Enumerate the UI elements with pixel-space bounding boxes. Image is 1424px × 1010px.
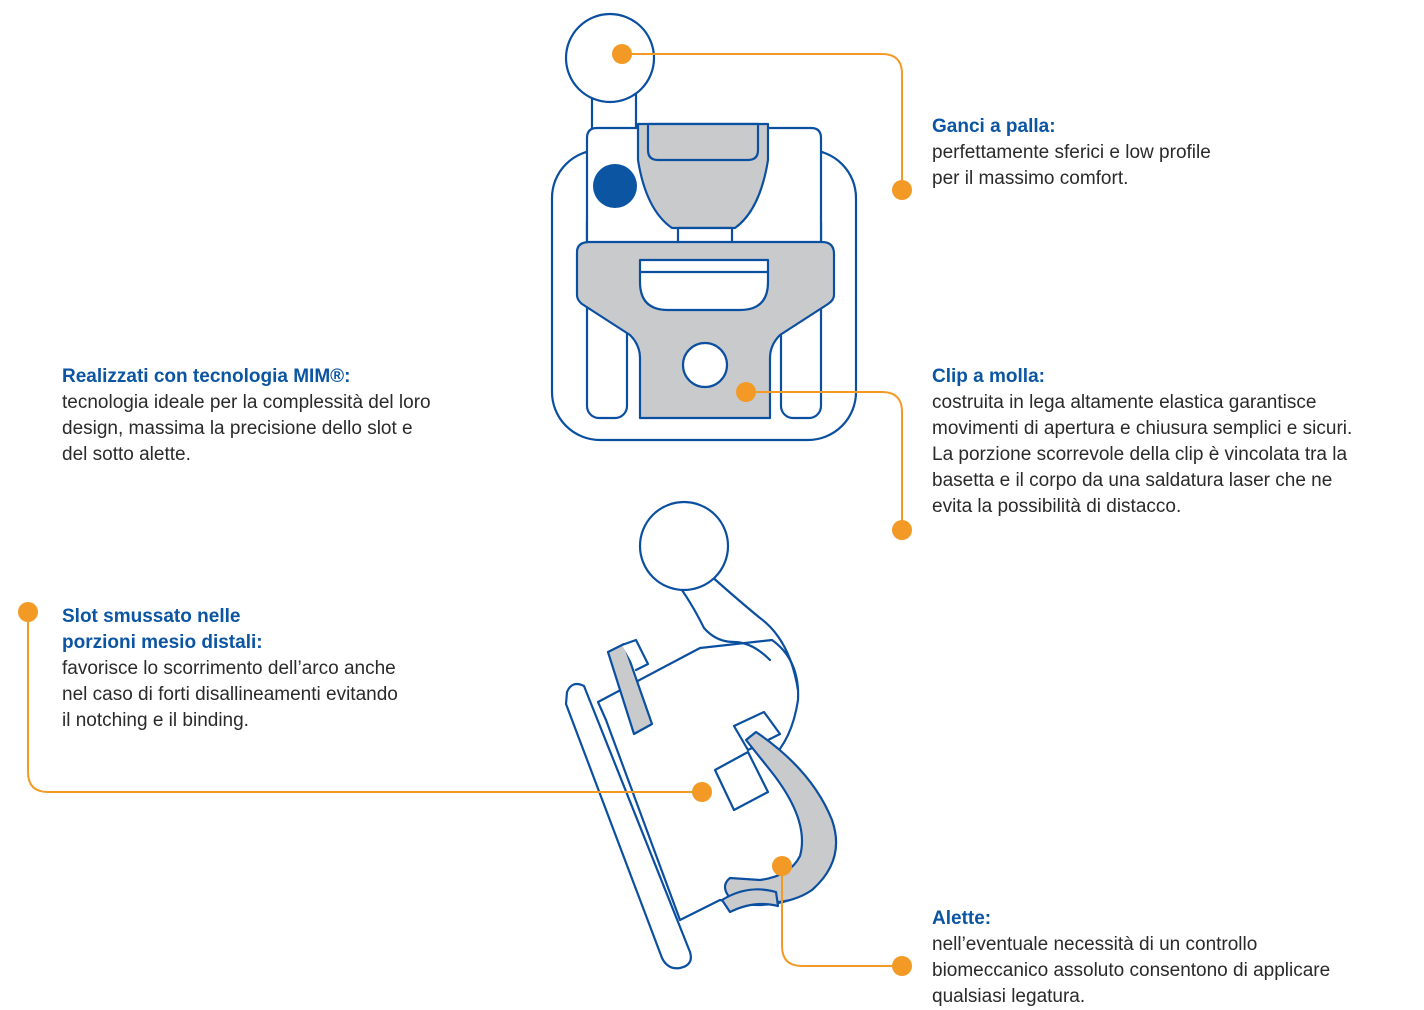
callout-text: costruita in lega altamente elastica gar… bbox=[932, 392, 1353, 517]
callout-clip-a-molla: Clip a molla: costruita in lega altament… bbox=[932, 364, 1417, 520]
side-hook-arm bbox=[674, 580, 772, 662]
leader-lines bbox=[27, 53, 903, 967]
callout-text: nell’eventuale necessità di un controllo… bbox=[932, 934, 1331, 1007]
callout-alette: Alette: nell’eventuale necessità di un c… bbox=[932, 906, 1412, 1010]
side-lower-wing bbox=[720, 888, 780, 914]
side-upper-wing bbox=[606, 642, 654, 736]
leader-alette bbox=[781, 866, 902, 967]
callout-text: tecnologia ideale per la complessità del… bbox=[62, 392, 431, 465]
side-slot-block bbox=[713, 750, 770, 812]
dot-slot-part bbox=[692, 782, 712, 802]
callout-title: Clip a molla: bbox=[932, 366, 1045, 387]
front-clip-window bbox=[638, 258, 770, 312]
dot-ganci-hook bbox=[612, 44, 632, 64]
dot-alette-text bbox=[892, 956, 912, 976]
callout-title: Slot smussato nelle porzioni mesio dista… bbox=[62, 606, 263, 653]
dot-slot-text bbox=[18, 602, 38, 622]
callout-text: perfettamente sferici e low profile per … bbox=[932, 142, 1211, 189]
front-blue-marker-dot bbox=[593, 164, 637, 208]
leader-dots bbox=[18, 44, 912, 976]
side-view-bracket bbox=[564, 500, 838, 970]
callout-title: Realizzati con tecnologia MIM®: bbox=[62, 366, 351, 387]
side-ball-hook bbox=[638, 500, 730, 592]
leader-ganci bbox=[622, 53, 903, 190]
dot-clip-text bbox=[892, 520, 912, 540]
dot-alette-part bbox=[772, 856, 792, 876]
front-view-bracket bbox=[550, 12, 858, 442]
side-base-plate bbox=[564, 682, 692, 970]
callout-slot-smussato: Slot smussato nelle porzioni mesio dista… bbox=[62, 604, 482, 734]
callout-title: Alette: bbox=[932, 908, 992, 929]
callout-text: favorisce lo scorrimento dell’arco anche… bbox=[62, 658, 398, 731]
leader-clip bbox=[746, 391, 903, 530]
front-clip-hole bbox=[681, 341, 729, 389]
front-ball-hook bbox=[564, 12, 656, 104]
leader-slot bbox=[27, 612, 702, 793]
front-slot-inner bbox=[646, 122, 760, 162]
callout-title: Ganci a palla: bbox=[932, 116, 1056, 137]
callout-ganci-a-palla: Ganci a palla: perfettamente sferici e l… bbox=[932, 114, 1412, 192]
dot-ganci-text bbox=[892, 180, 912, 200]
dot-clip-part bbox=[736, 382, 756, 402]
callout-tecnologia-mim: Realizzati con tecnologia MIM®: tecnolog… bbox=[62, 364, 492, 468]
